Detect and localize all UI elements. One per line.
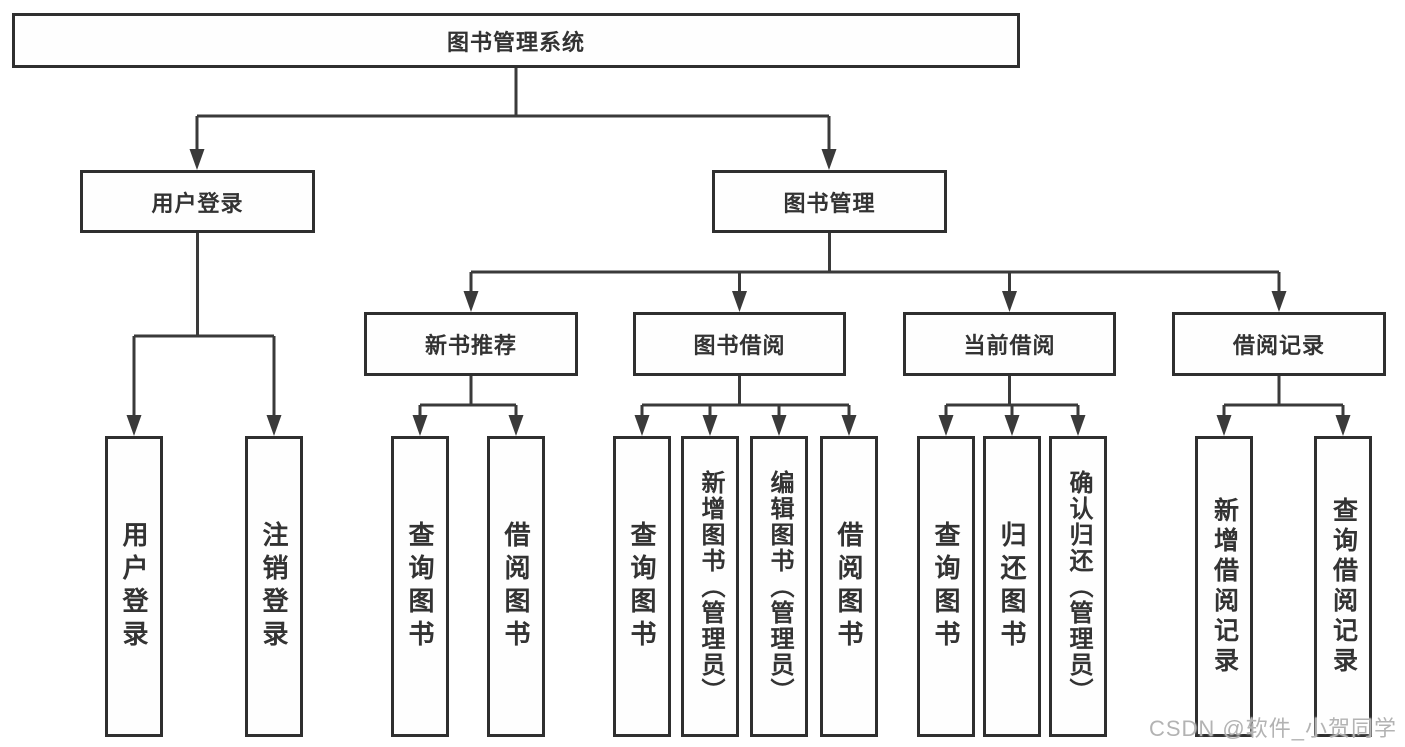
arrow-down-icon: [938, 415, 954, 436]
node-user-login-label: 用户登录: [151, 190, 244, 216]
arrow-down-icon: [1335, 415, 1351, 436]
node-current-borrow: 当前借阅: [903, 312, 1116, 376]
node-book-borrow-label: 图书借阅: [693, 333, 786, 358]
node-new-book-recommend-label: 新书推荐: [424, 333, 517, 358]
node-leaf-add-book-admin-label: 新增图书（管理员）: [697, 469, 724, 704]
arrow-down-icon: [508, 415, 524, 436]
arrow-down-icon: [771, 415, 787, 436]
arrow-down-icon: [841, 415, 857, 436]
node-book-borrow: 图书借阅: [633, 312, 846, 376]
connector-bookmgmt-to-level3: [469, 233, 1281, 293]
node-leaf-query-book-label: 查询图书: [627, 520, 657, 653]
arrow-down-icon: [821, 149, 837, 170]
node-leaf-query-book: 查询图书: [917, 436, 975, 737]
node-leaf-user-login: 用户登录: [105, 436, 163, 737]
node-leaf-user-login-label: 用户登录: [119, 520, 149, 653]
arrow-down-icon: [1004, 415, 1020, 436]
node-leaf-add-book-admin: 新增图书（管理员）: [681, 436, 739, 737]
arrowheads: [126, 149, 1351, 436]
node-book-management: 图书管理: [712, 170, 947, 233]
node-leaf-borrow-book-label: 借阅图书: [834, 520, 864, 653]
node-leaf-return-book: 归还图书: [983, 436, 1041, 737]
connector-borrow-to-leaves: [640, 376, 851, 417]
node-root-system: 图书管理系统: [12, 13, 1020, 68]
connector-root-to-level2: [195, 68, 831, 151]
node-borrow-records: 借阅记录: [1172, 312, 1386, 376]
arrow-down-icon: [412, 415, 428, 436]
node-leaf-edit-book-admin-label: 编辑图书（管理员）: [766, 469, 793, 704]
node-leaf-edit-book-admin: 编辑图书（管理员）: [750, 436, 808, 737]
node-leaf-borrow-book: 借阅图书: [820, 436, 878, 737]
node-leaf-query-book-label: 查询图书: [405, 520, 435, 653]
node-leaf-query-borrow-record: 查询借阅记录: [1314, 436, 1372, 737]
connector-current-to-leaves: [944, 376, 1080, 417]
node-leaf-add-borrow-record-label: 新增借阅记录: [1210, 496, 1239, 677]
arrow-down-icon: [126, 415, 142, 436]
arrow-down-icon: [1070, 415, 1086, 436]
node-new-book-recommend: 新书推荐: [364, 312, 578, 376]
arrow-down-icon: [463, 291, 479, 312]
node-book-management-label: 图书管理: [783, 190, 876, 216]
node-current-borrow-label: 当前借阅: [963, 333, 1056, 358]
node-leaf-add-borrow-record: 新增借阅记录: [1195, 436, 1253, 737]
node-leaf-borrow-book-label: 借阅图书: [501, 520, 531, 653]
arrow-down-icon: [702, 415, 718, 436]
node-leaf-query-book-label: 查询图书: [931, 520, 961, 653]
connector-recommend-to-leaves: [418, 376, 518, 417]
node-leaf-borrow-book: 借阅图书: [487, 436, 545, 737]
node-leaf-logout-label: 注销登录: [259, 520, 289, 653]
arrow-down-icon: [189, 149, 205, 170]
connector-records-to-leaves: [1222, 376, 1345, 417]
node-root-system-label: 图书管理系统: [446, 29, 585, 55]
node-leaf-query-borrow-record-label: 查询借阅记录: [1329, 496, 1358, 677]
node-leaf-query-book: 查询图书: [613, 436, 671, 737]
node-leaf-confirm-return-admin: 确认归还（管理员）: [1049, 436, 1107, 737]
arrow-down-icon: [1002, 291, 1017, 312]
node-leaf-logout: 注销登录: [245, 436, 303, 737]
node-leaf-return-book-label: 归还图书: [997, 520, 1027, 653]
arrow-down-icon: [1216, 415, 1232, 436]
csdn-watermark: CSDN @软件_小贺同学: [1148, 716, 1397, 741]
node-borrow-records-label: 借阅记录: [1232, 333, 1325, 358]
arrow-down-icon: [1271, 291, 1287, 312]
arrow-down-icon: [732, 291, 747, 312]
node-leaf-confirm-return-admin-label: 确认归还（管理员）: [1065, 469, 1092, 704]
node-leaf-query-book: 查询图书: [391, 436, 449, 737]
connector-userlogin-to-leaves: [132, 233, 276, 417]
arrow-down-icon: [266, 415, 282, 436]
arrow-down-icon: [634, 415, 650, 436]
node-user-login: 用户登录: [80, 170, 315, 233]
